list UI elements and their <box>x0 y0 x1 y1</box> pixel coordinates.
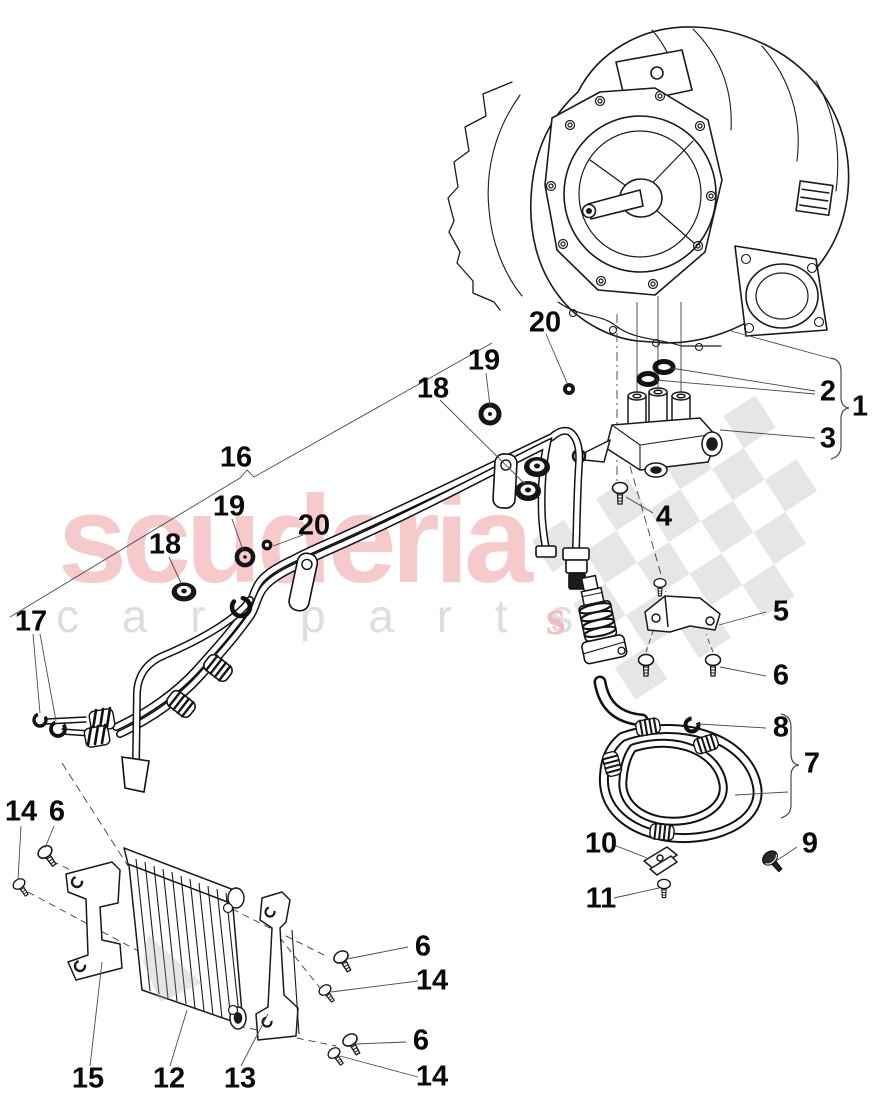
callout-14-left: 14 <box>5 796 37 828</box>
callout-6-left: 6 <box>49 796 65 828</box>
screw-part6-bracket-bottom <box>340 1030 366 1059</box>
oil-cooler-part12 <box>123 847 247 1030</box>
nut-part20-lower <box>261 539 273 551</box>
grommet-part18-upper <box>524 457 550 477</box>
callout-15: 15 <box>72 1063 104 1095</box>
construction-lines <box>27 296 714 1047</box>
screw-part14-bracket-top <box>316 981 339 1006</box>
callout-4: 4 <box>656 501 672 533</box>
hose-assembly-part7 <box>578 574 763 844</box>
screw-part6-cooler-left <box>34 842 62 871</box>
callout-6-bracket-bottom: 6 <box>413 1025 429 1057</box>
screw-part11 <box>656 878 672 899</box>
watermark-word-parts: p a r t s <box>300 590 588 642</box>
brace-part7 <box>780 713 800 819</box>
callout-20-mid: 20 <box>298 510 330 542</box>
callout-6-right: 6 <box>773 660 789 692</box>
callout-1: 1 <box>852 391 868 423</box>
callout-10: 10 <box>585 828 617 860</box>
grommet-part18-lower <box>171 582 197 602</box>
callout-2: 2 <box>820 376 836 408</box>
callout-16: 16 <box>220 442 252 474</box>
pipe-assembly-part16 <box>45 426 590 793</box>
screw-part6-right <box>704 653 722 677</box>
callout-9: 9 <box>802 828 818 860</box>
callout-19-top: 19 <box>468 345 500 377</box>
callout-14-bracket-bottom: 14 <box>416 1061 448 1093</box>
washers-part2 <box>636 359 676 387</box>
bracket-part15 <box>65 861 123 981</box>
screw-part6-bracket-top <box>331 947 357 976</box>
grommet-part18-upper2 <box>515 481 541 501</box>
callout-8: 8 <box>773 712 789 744</box>
screw-part9 <box>762 850 783 873</box>
callout-13: 13 <box>224 1063 256 1095</box>
screw-part14-cooler-left <box>10 875 33 900</box>
watermark-word-car: c a r <box>56 590 220 642</box>
callout-18-top: 18 <box>417 373 449 405</box>
callout-17: 17 <box>15 606 47 638</box>
transmission-housing <box>447 26 850 352</box>
bracket-part5 <box>644 595 721 633</box>
callout-11: 11 <box>586 883 617 915</box>
nut-part20-upper <box>563 383 575 395</box>
valve-block-part3 <box>571 387 723 478</box>
bracket-part13 <box>255 891 300 1041</box>
callout-19-mid: 19 <box>213 491 245 523</box>
watermark-tile-s: s <box>546 589 565 645</box>
callout-14-bracket-top: 14 <box>416 965 448 997</box>
callout-7: 7 <box>804 748 820 780</box>
callout-3: 3 <box>820 423 836 455</box>
leader-lines <box>9 330 834 1078</box>
seals-part17 <box>32 712 67 738</box>
brace-part1 <box>830 357 850 460</box>
clamp-part10 <box>643 846 678 876</box>
callout-5: 5 <box>773 596 789 628</box>
callout-20-top: 20 <box>529 307 561 339</box>
callout-6-bracket-top: 6 <box>415 931 431 963</box>
callout-12: 12 <box>153 1063 185 1095</box>
callout-18-mid: 18 <box>149 529 181 561</box>
grommet-part8 <box>683 716 701 734</box>
ring-part19-upper <box>481 405 499 423</box>
